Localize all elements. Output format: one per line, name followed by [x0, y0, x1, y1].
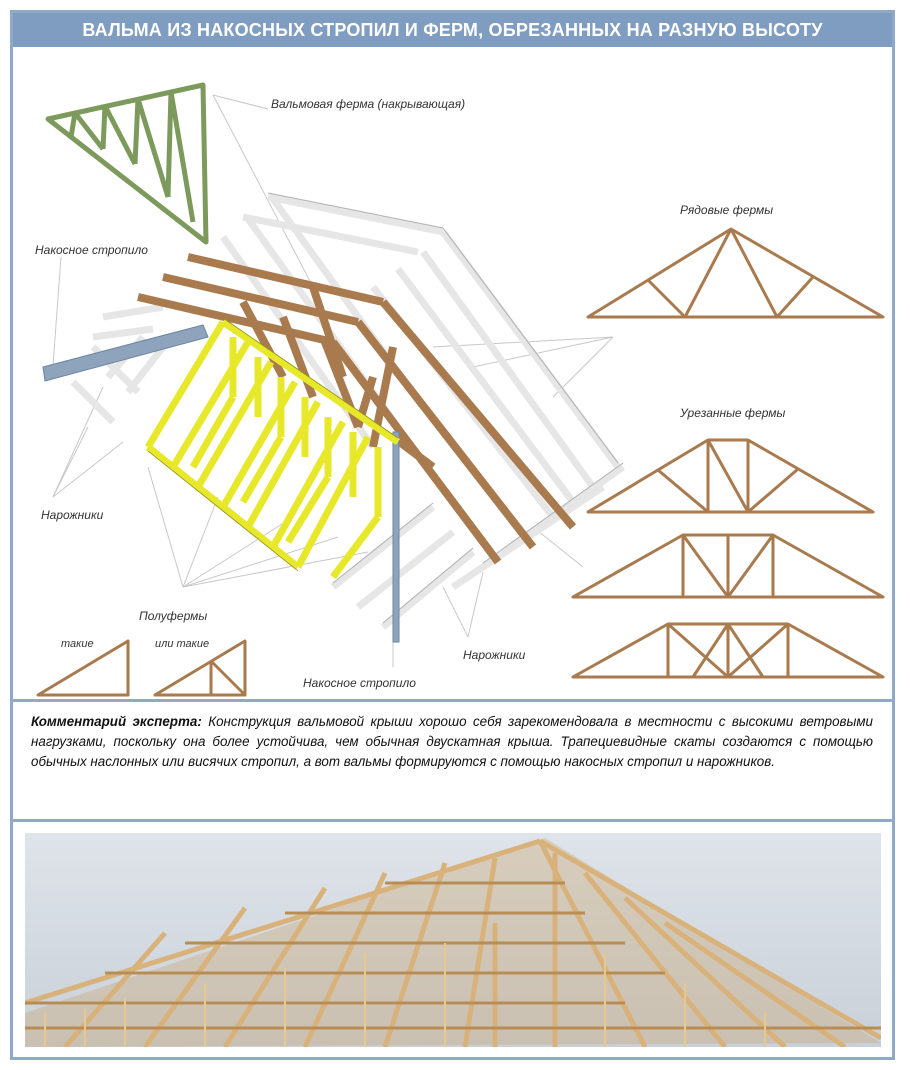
label-regular-trusses: Рядовые фермы	[680, 203, 774, 217]
label-jack-rafters-left: Нарожники	[41, 508, 104, 522]
divider-bottom	[13, 819, 892, 822]
page-title: ВАЛЬМА ИЗ НАКОСНЫХ СТРОПИЛ И ФЕРМ, ОБРЕЗ…	[13, 13, 892, 47]
label-cut-trusses: Урезанные фермы	[680, 406, 786, 420]
roof-diagram-svg	[36, 82, 885, 697]
expert-comment-lead: Комментарий эксперта:	[31, 714, 202, 729]
roof-diagram: Вальмовая ферма (накрывающая) Накосное с…	[13, 47, 892, 699]
regular-truss	[586, 227, 885, 319]
expert-comment-text: Конструкция вальмовой крыши хорошо себя …	[31, 714, 873, 769]
brown-trusses	[137, 253, 577, 565]
label-hip-rafter-top: Накосное стропило	[35, 243, 148, 257]
cut-truss-3	[571, 622, 885, 679]
label-hip-rafter-bottom: Накосное стропило	[303, 676, 416, 690]
label-hip-truss: Вальмовая ферма (накрывающая)	[271, 97, 466, 111]
white-trusses-outline	[267, 192, 624, 624]
half-trusses-yellow	[144, 319, 400, 580]
photo-studs	[44, 943, 766, 1047]
cut-truss-2	[571, 533, 885, 599]
hip-truss-green	[45, 82, 209, 245]
label-or-such: или такие	[155, 638, 210, 650]
infographic-frame: ВАЛЬМА ИЗ НАКОСНЫХ СТРОПИЛ И ФЕРМ, ОБРЕЗ…	[10, 10, 895, 1060]
label-jack-rafters-right: Нарожники	[463, 648, 526, 662]
half-trusses-outline	[147, 317, 399, 572]
hip-rafter-blue	[42, 324, 400, 643]
half-truss-example-2	[153, 639, 247, 697]
label-such: такие	[61, 638, 94, 650]
cut-truss-1	[586, 438, 875, 514]
half-truss-example-1	[36, 639, 130, 697]
roof-frame-photo-svg	[25, 833, 881, 1047]
divider-top	[13, 699, 892, 702]
expert-comment: Комментарий эксперта: Конструкция вальмо…	[31, 712, 873, 772]
roof-frame-photo	[25, 833, 881, 1047]
label-half-trusses: Полуфермы	[139, 609, 208, 623]
